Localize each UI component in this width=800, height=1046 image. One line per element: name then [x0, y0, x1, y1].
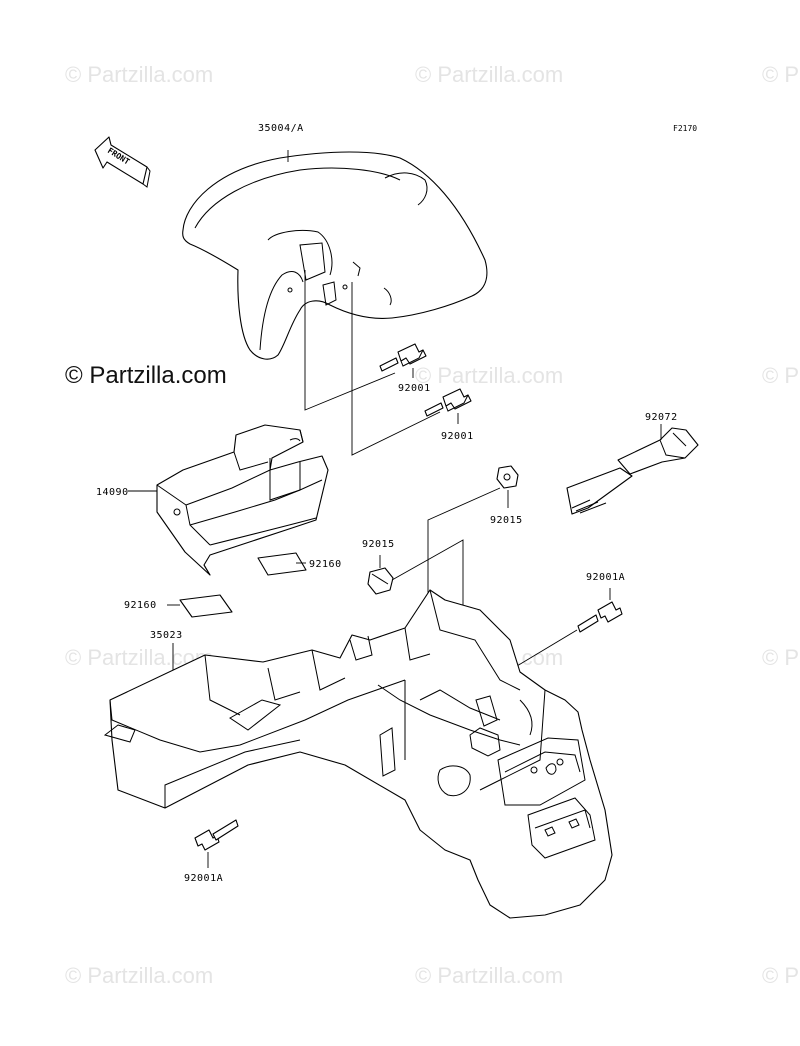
watermark: © Partzilla.com — [65, 963, 213, 988]
bolt-icon — [379, 343, 427, 372]
watermark: © Partzilla.com — [415, 62, 563, 87]
callout-bolt-upper-2: 92001 — [441, 431, 474, 442]
callout-strap: 92072 — [645, 412, 678, 423]
callout-tool-holder: 14090 — [96, 487, 129, 498]
bolt-icon — [194, 819, 239, 851]
callout-bolt-upper-1: 92001 — [398, 383, 431, 394]
watermark: © Partzilla.com — [65, 62, 213, 87]
front-fender — [182, 151, 488, 360]
nut-icon — [496, 465, 519, 489]
watermark: © Partzilla.com — [762, 963, 800, 988]
callout-nut-right: 92015 — [490, 515, 523, 526]
rear-fender — [103, 589, 613, 919]
watermark-main: © Partzilla.com — [65, 362, 227, 389]
callout-pad-upper: 92160 — [309, 559, 342, 570]
bolt-icon — [577, 601, 623, 633]
reference-code: F2170 — [673, 124, 697, 133]
bolt-icon — [424, 388, 472, 417]
tool-holder — [156, 424, 329, 576]
callout-rear-fender: 35023 — [150, 630, 183, 641]
callout-nut-left: 92015 — [362, 539, 395, 550]
front-arrow-icon: FRONT — [94, 136, 151, 188]
callout-bolt-right: 92001A — [586, 572, 625, 583]
pad-icon — [179, 594, 233, 618]
watermark: © Partzilla.com — [415, 363, 563, 388]
watermark: © Partzilla.com — [762, 363, 800, 388]
watermark: © Partzilla.com — [762, 645, 800, 670]
pad-icon — [257, 552, 307, 576]
callout-front-fender: 35004/A — [258, 123, 304, 134]
leader-line — [304, 270, 396, 411]
strap — [566, 427, 699, 515]
watermark: © Partzilla.com — [762, 62, 800, 87]
callout-bolt-bottom: 92001A — [184, 873, 223, 884]
leader-line — [351, 282, 441, 456]
callout-pad-lower: 92160 — [124, 600, 157, 611]
nut-icon — [367, 567, 394, 595]
watermark: © Partzilla.com — [415, 963, 563, 988]
watermark-grid: © Partzilla.com © Partzilla.com © Partzi… — [65, 62, 800, 988]
